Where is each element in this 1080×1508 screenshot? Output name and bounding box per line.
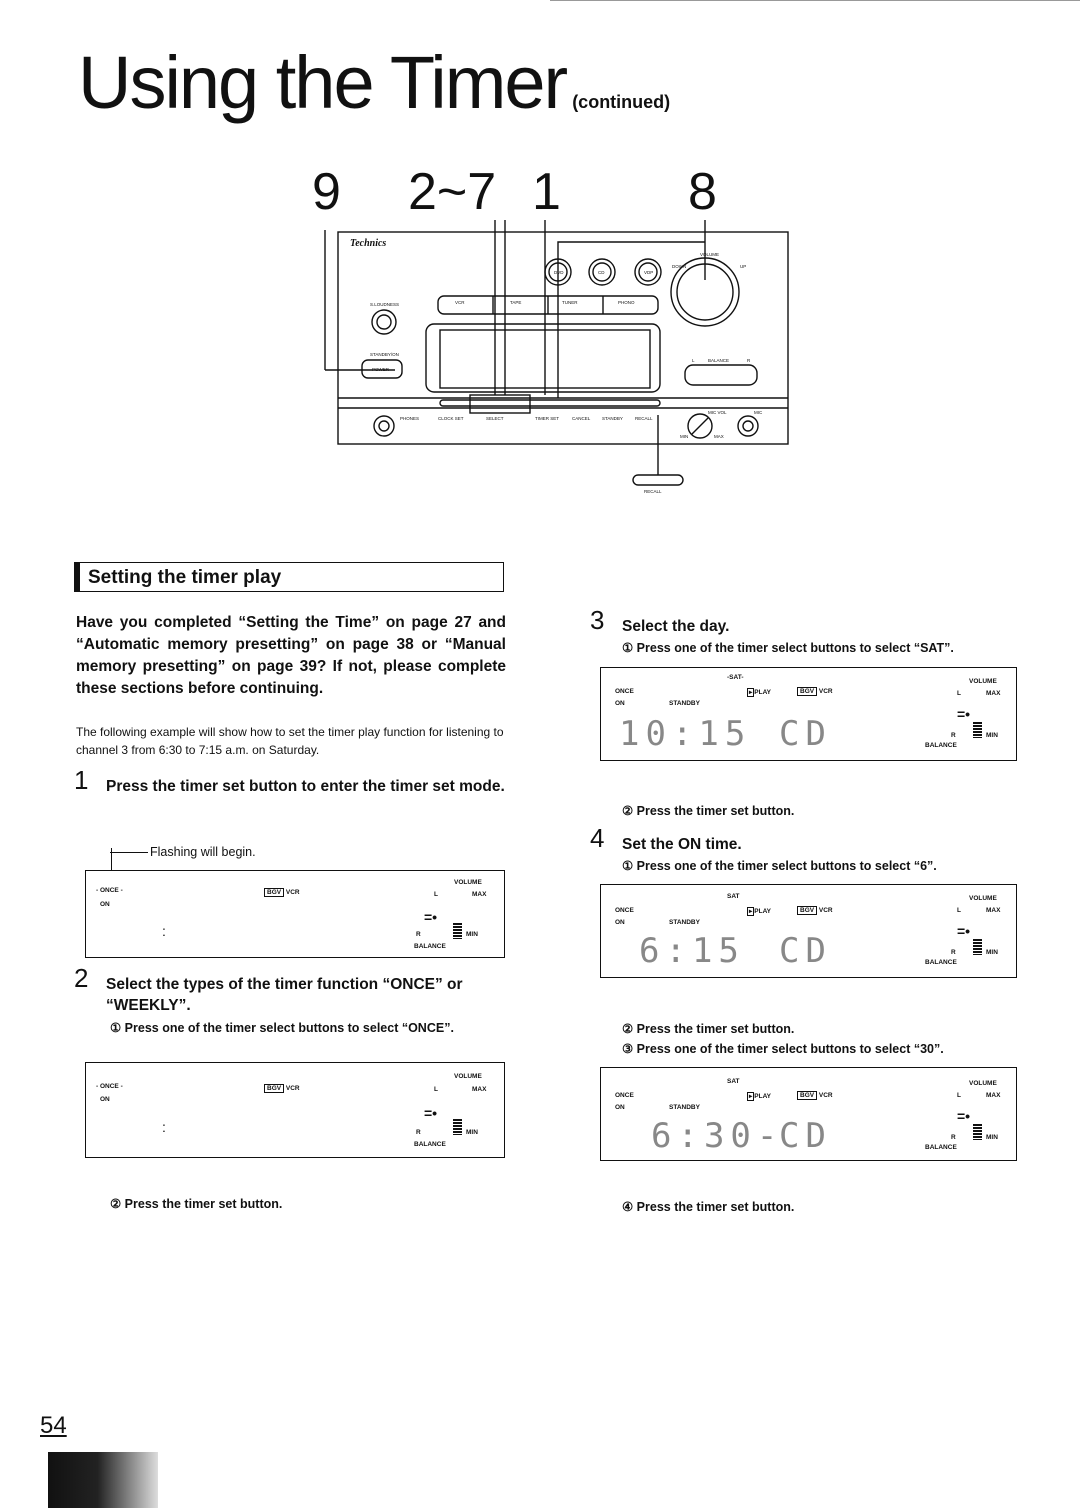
- svg-text:MIC: MIC: [754, 410, 763, 415]
- step-2a: ① Press one of the timer select buttons …: [110, 1021, 454, 1035]
- step-4d: ④ Press the timer set button.: [622, 1200, 795, 1214]
- svg-text:S.LOUDNESS: S.LOUDNESS: [370, 302, 399, 307]
- callout-8: 8: [688, 163, 717, 221]
- svg-text:VCR: VCR: [455, 300, 465, 305]
- callout-2-7: 2~7: [408, 163, 497, 221]
- callout-1: 1: [532, 163, 561, 221]
- brand-logo: Technics: [350, 238, 386, 249]
- svg-text:MIC VOL: MIC VOL: [708, 410, 727, 415]
- svg-text:MIN: MIN: [680, 434, 688, 439]
- svg-text:DVD: DVD: [554, 270, 564, 275]
- svg-text:TIMER SET: TIMER SET: [535, 416, 559, 421]
- svg-text:PHONES: PHONES: [400, 416, 419, 421]
- amplifier-front-panel: Technics VOLUME DOWN UP S.LOUDNESS STAND…: [324, 220, 789, 494]
- svg-text:RECALL: RECALL: [644, 489, 662, 494]
- svg-text:STANDBY: STANDBY: [602, 416, 623, 421]
- step-4a: ① Press one of the timer select buttons …: [622, 859, 937, 873]
- intro-note: The following example will show how to s…: [76, 725, 504, 757]
- step-3b: ② Press the timer set button.: [622, 804, 795, 818]
- step-4b: ② Press the timer set button.: [622, 1022, 795, 1036]
- callout-9: 9: [312, 163, 341, 221]
- svg-text:UP: UP: [740, 264, 746, 269]
- top-rule: [550, 0, 1080, 1]
- svg-text:PHONO: PHONO: [618, 300, 635, 305]
- step-2b: ② Press the timer set button.: [110, 1197, 283, 1211]
- page-number: 54: [40, 1412, 67, 1439]
- intro-paragraph: Have you completed “Setting the Time” on…: [76, 614, 506, 697]
- step-3a: ① Press one of the timer select buttons …: [622, 641, 954, 655]
- page-title: Using the Timer(continued): [78, 41, 671, 124]
- svg-text:CLOCK SET: CLOCK SET: [438, 416, 464, 421]
- lcd-display-step4-final: SAT ONCE ON STANDBY ▸PLAY BGV VCR 6:30- …: [600, 1067, 1017, 1161]
- svg-text:TUNER: TUNER: [562, 300, 578, 305]
- svg-text:SELECT: SELECT: [486, 416, 504, 421]
- svg-text:POWER: POWER: [372, 367, 390, 372]
- svg-text:VDP: VDP: [644, 270, 653, 275]
- svg-text:MAX: MAX: [714, 434, 724, 439]
- svg-text:RECALL: RECALL: [635, 416, 653, 421]
- lcd-display-step4: SAT ONCE ON STANDBY ▸PLAY BGV VCR 6:15 C…: [600, 884, 1017, 978]
- svg-text:VOLUME: VOLUME: [700, 252, 719, 257]
- svg-text:STANDBY/ON: STANDBY/ON: [370, 352, 399, 357]
- lcd-display-step2: - ONCE - ON BGV VCR VOLUME L MAX =• R MI…: [85, 1062, 505, 1158]
- svg-text:L: L: [692, 358, 695, 363]
- lcd-display-step3: -SAT- ONCE ON STANDBY ▸PLAY BGV VCR 10:1…: [600, 667, 1017, 761]
- svg-text:TAPE: TAPE: [510, 300, 521, 305]
- svg-text:DOWN: DOWN: [672, 264, 686, 269]
- section-heading: Setting the timer play: [74, 562, 504, 592]
- lcd-display-step1: - ONCE - ON BGV VCR VOLUME L MAX =• R MI…: [85, 870, 505, 958]
- svg-text:BALANCE: BALANCE: [708, 358, 729, 363]
- svg-text:CD: CD: [598, 270, 605, 275]
- svg-text:CANCEL: CANCEL: [572, 416, 591, 421]
- flashing-callout: Flashing will begin.: [110, 845, 256, 859]
- svg-text:R: R: [747, 358, 751, 363]
- step-4c: ③ Press one of the timer select buttons …: [622, 1042, 944, 1056]
- page-edge-tab: [48, 1452, 158, 1508]
- callout-leader: [111, 848, 112, 876]
